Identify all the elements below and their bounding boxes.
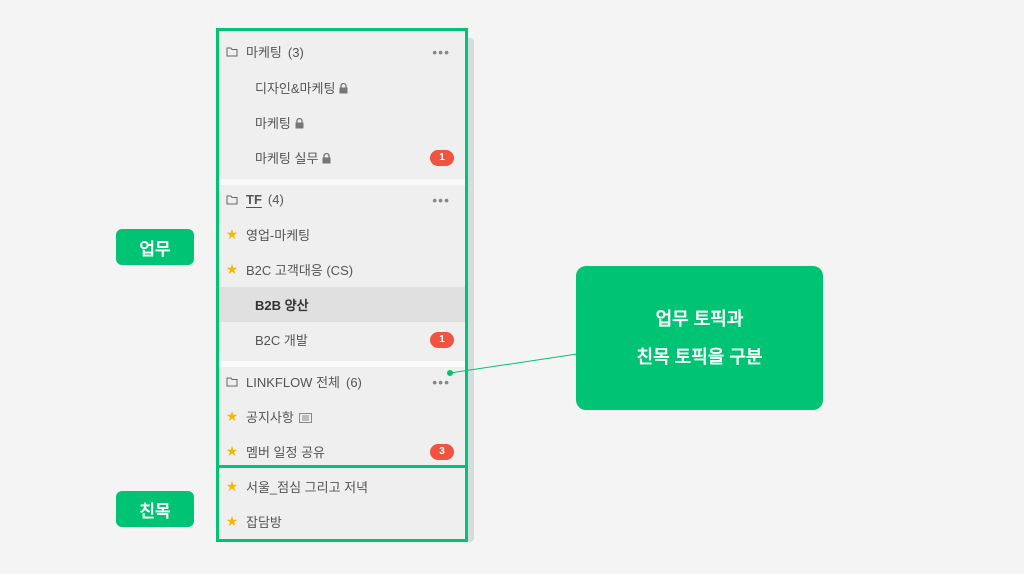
topic-item[interactable]: ★ 영업-마케팅 — [218, 217, 466, 252]
star-icon[interactable]: ★ — [225, 408, 239, 424]
topic-label: 공지사항 — [246, 410, 294, 425]
star-icon[interactable]: ★ — [225, 478, 239, 494]
topic-label: B2B 양산 — [255, 298, 309, 313]
star-icon[interactable]: ★ — [225, 226, 239, 242]
unread-badge: 1 — [430, 149, 454, 166]
star-icon[interactable]: ★ — [225, 513, 239, 529]
folder-count: (4) — [267, 192, 284, 207]
topic-label: B2C 개발 — [255, 333, 308, 348]
topic-item[interactable]: 디자인&마케팅 — [218, 70, 466, 105]
folder-tf[interactable]: TF (4) ••• — [218, 182, 466, 217]
work-label: 업무 — [116, 229, 194, 265]
folder-linkflow[interactable]: LINKFLOW 전체 (6) ••• — [218, 364, 466, 399]
folder-icon — [218, 47, 246, 57]
star-icon[interactable]: ★ — [225, 443, 239, 459]
topic-list-panel — [218, 30, 466, 540]
callout-box: 업무 토픽과 친목 토픽을 구분 — [576, 266, 823, 410]
topic-label: 영업-마케팅 — [246, 228, 311, 243]
notice-icon — [298, 413, 312, 423]
group-separator — [218, 361, 466, 367]
folder-marketing[interactable]: 마케팅 (3) ••• — [218, 34, 466, 69]
topic-label: 디자인&마케팅 — [255, 81, 336, 96]
folder-name: 마케팅 — [246, 45, 282, 60]
folder-count: (6) — [346, 375, 362, 390]
topic-label: 마케팅 — [255, 116, 291, 131]
social-label: 친목 — [116, 491, 194, 527]
topic-label: 마케팅 실무 — [255, 151, 319, 166]
topic-item[interactable]: ★ 공지사항 — [218, 399, 466, 434]
topic-label: B2C 고객대응 (CS) — [246, 263, 354, 278]
unread-badge: 3 — [430, 443, 454, 460]
topic-label: 서울_점심 그리고 저녁 — [246, 480, 369, 495]
more-icon[interactable]: ••• — [432, 191, 450, 208]
topic-item[interactable]: 마케팅 — [218, 105, 466, 140]
topic-item[interactable]: ★ 잡담방 — [218, 504, 466, 539]
topic-label: 멤버 일정 공유 — [246, 445, 325, 460]
topic-item[interactable]: ★ B2C 고객대응 (CS) — [218, 252, 466, 287]
topic-item[interactable]: B2C 개발 1 — [218, 322, 466, 357]
lock-icon — [339, 83, 348, 94]
callout-line: 친목 토픽을 구분 — [636, 347, 763, 367]
topic-item[interactable]: ★ 서울_점심 그리고 저녁 — [218, 469, 466, 504]
lock-icon — [322, 153, 331, 164]
star-icon[interactable]: ★ — [225, 261, 239, 277]
group-separator — [218, 179, 466, 185]
topic-item[interactable]: 마케팅 실무 1 — [218, 140, 466, 175]
more-icon[interactable]: ••• — [432, 373, 450, 390]
unread-badge: 1 — [430, 331, 454, 348]
folder-count: (3) — [287, 45, 304, 60]
topic-item[interactable]: ★ 멤버 일정 공유 3 — [218, 434, 466, 469]
topic-label: 잡담방 — [246, 515, 282, 530]
lock-icon — [295, 118, 304, 129]
folder-name: LINKFLOW 전체 — [246, 375, 340, 390]
social-highlight-box — [216, 465, 468, 542]
folder-name: TF — [246, 192, 262, 207]
more-icon[interactable]: ••• — [432, 43, 450, 60]
folder-icon — [218, 377, 246, 387]
callout-line: 업무 토픽과 — [655, 309, 744, 329]
topic-item-selected[interactable]: B2B 양산 — [218, 287, 466, 322]
folder-icon — [218, 195, 246, 205]
